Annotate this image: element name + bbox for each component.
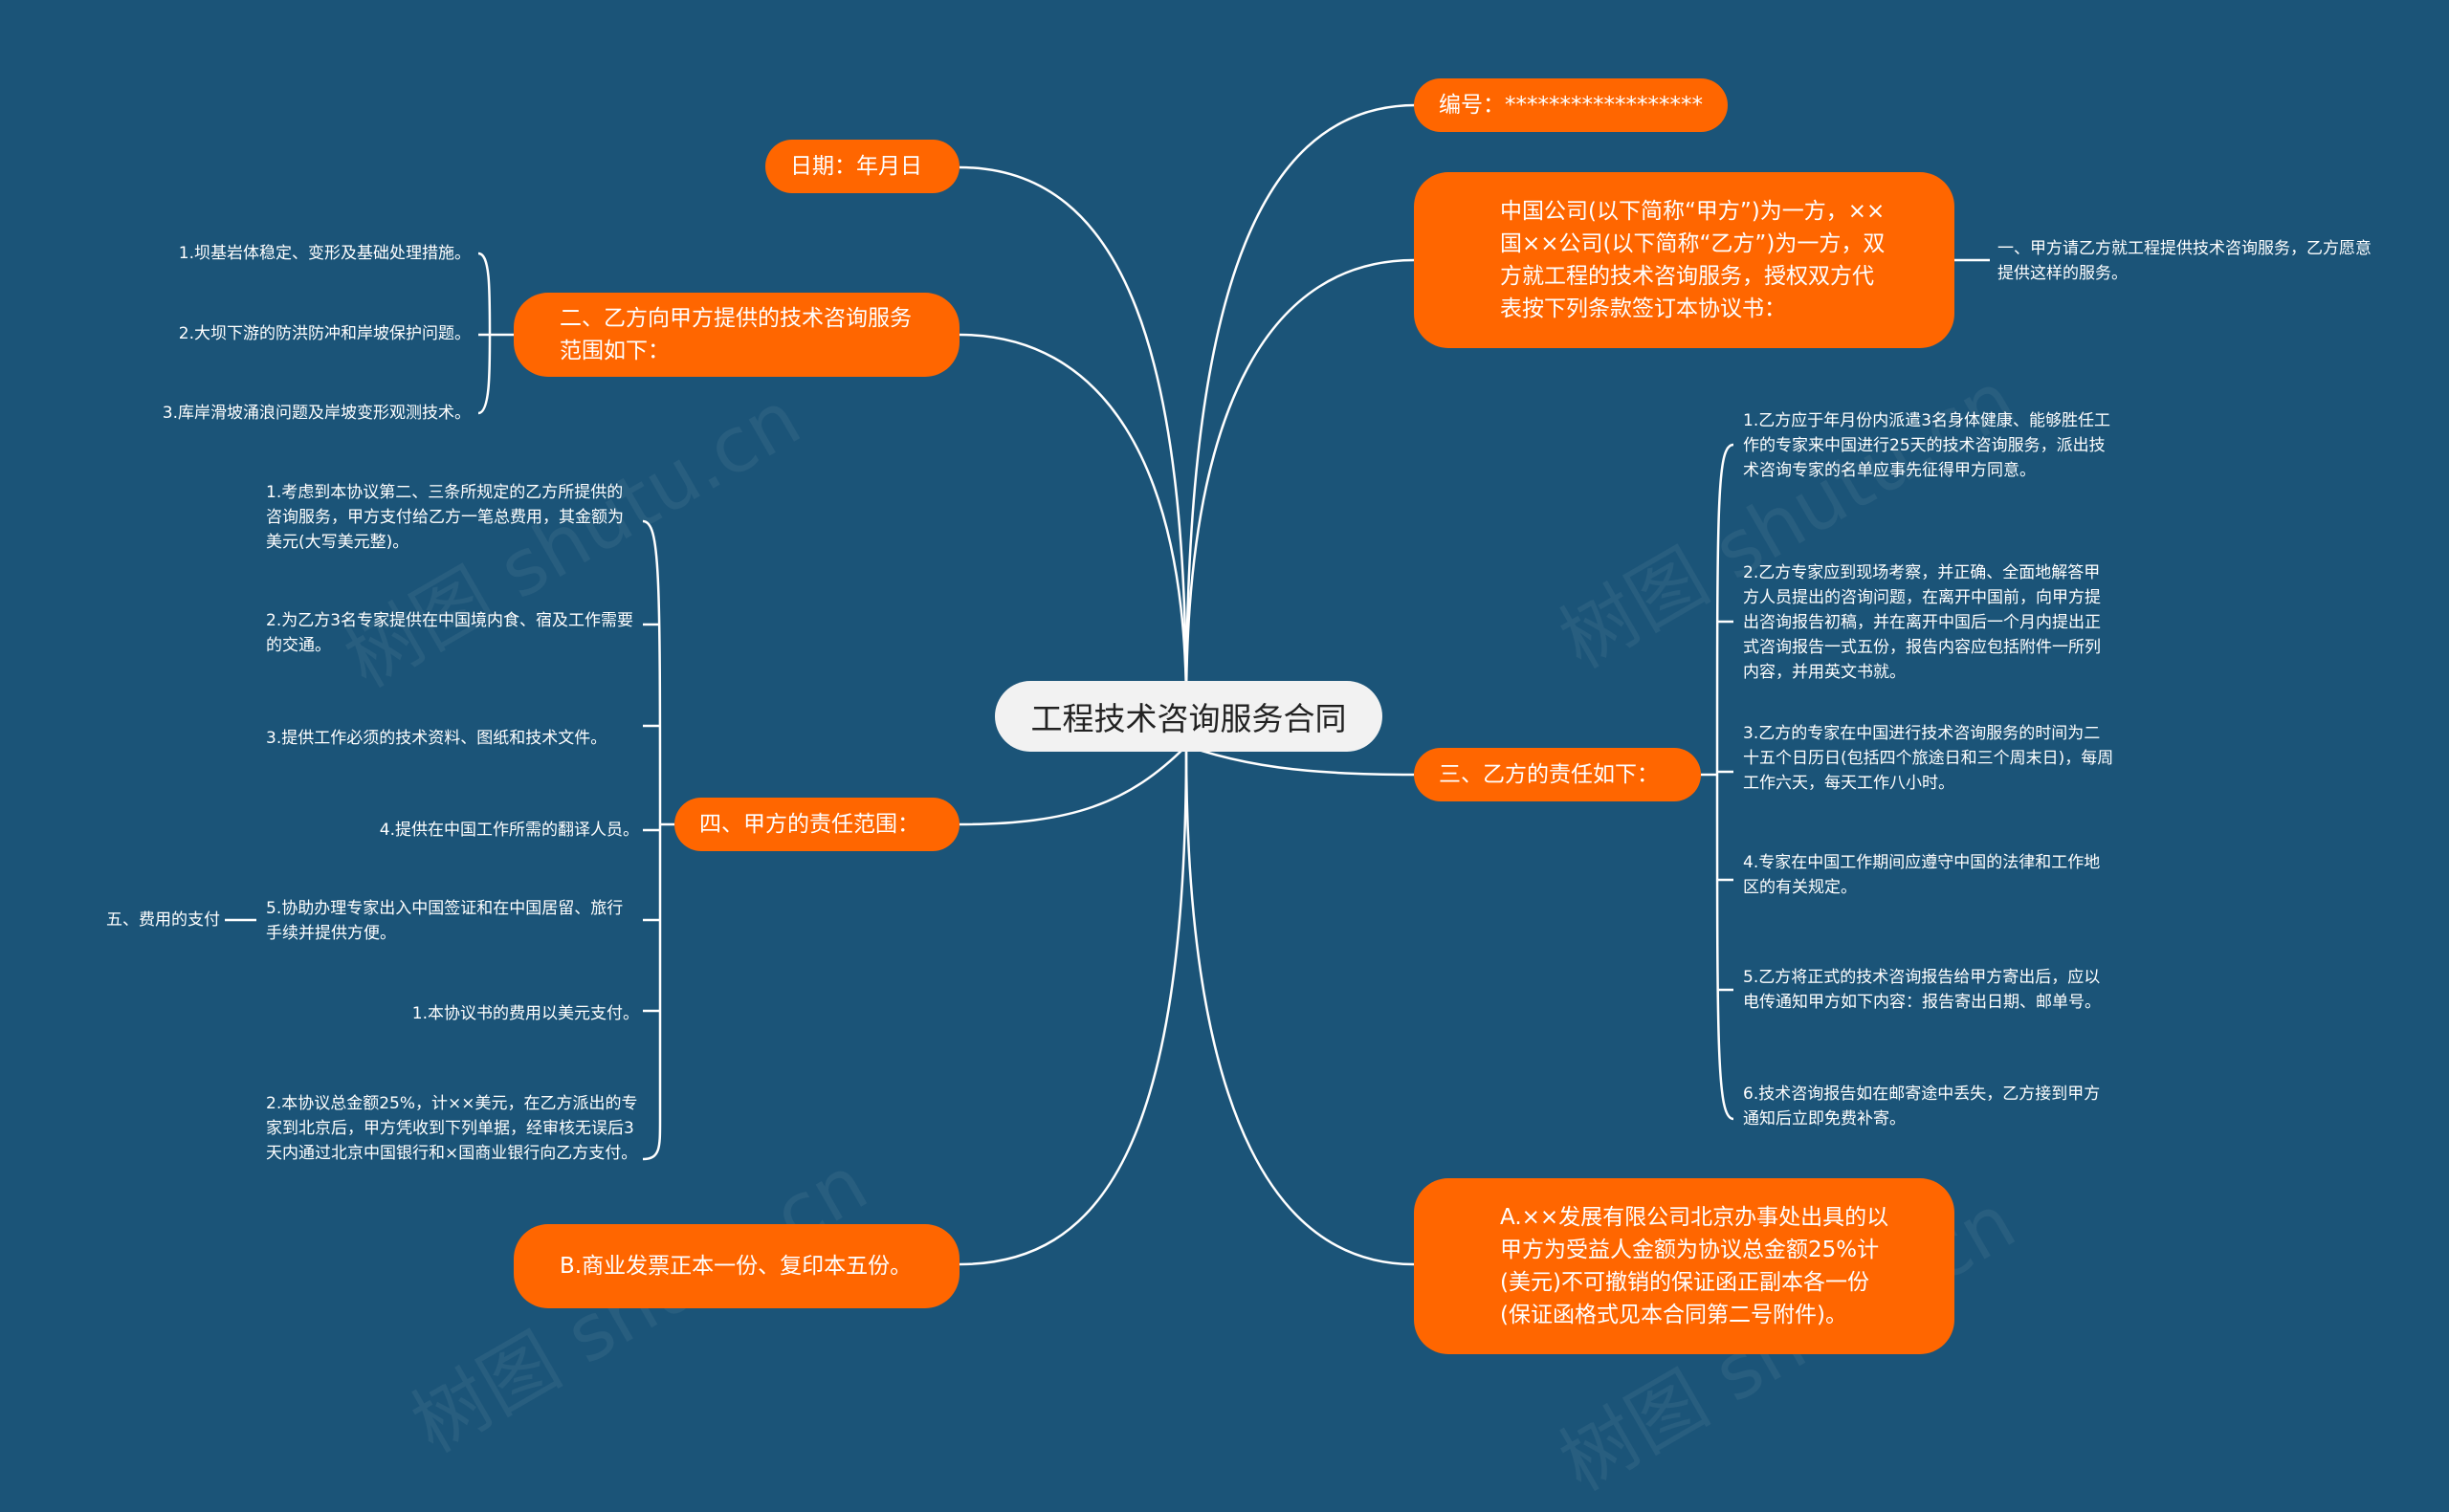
bracket-fanwei — [477, 252, 514, 415]
link-baozheng — [1184, 745, 1415, 1266]
link-fanwei — [959, 333, 1188, 709]
leaf-fanwei-3: 3.库岸滑坡涌浪问题及岸坡变形观测技术。 — [162, 404, 471, 423]
leaf-yi-zeren-1: 1.乙方应于年月份内派遣3名身体健康、能够胜任工作的专家来中国进行25天的技术咨… — [1743, 411, 2111, 480]
leaf-yi-zeren-3: 3.乙方的专家在中国进行技术咨询服务的时间为二十五个日历日(包括四个旅途日和三个… — [1743, 724, 2114, 793]
bracket-jia — [642, 519, 674, 1161]
leaf-jia-5: 5.协助办理专家出入中国签证和在中国居留、旅行手续并提供方便。 — [266, 899, 624, 943]
leaf-yi-zeren-2: 2.乙方专家应到现场考察，并正确、全面地解答甲方人员提出的咨询问题，在离开中国前… — [1743, 563, 2101, 682]
leaf-fanwei-1: 1.坝基岩体稳定、变形及基础处理措施。 — [178, 244, 471, 263]
leaf-jia-2: 2.为乙方3名专家提供在中国境内食、宿及工作需要的交通。 — [266, 611, 634, 655]
connector-lines — [225, 103, 1990, 1266]
leaf-fei-2: 2.本协议总金额25%，计××美元，在乙方派出的专家到北京后，甲方凭收到下列单据… — [266, 1094, 638, 1163]
leaf-fanwei-2: 2.大坝下游的防洪防冲和岸坡保护问题。 — [178, 324, 471, 343]
link-fapiao — [959, 745, 1188, 1266]
link-bianhao — [1184, 103, 1417, 709]
leaf-yi-zeren-5: 5.乙方将正式的技术咨询报告给甲方寄出后，应以电传通知甲方如下内容：报告寄出日期… — [1743, 968, 2101, 1012]
branch-fanwei[interactable]: 二、乙方向甲方提供的技术咨询服务范围如下： — [514, 293, 960, 377]
branch-bianhao[interactable]: 编号：****************** — [1414, 78, 1728, 132]
branch-fapiao[interactable]: B.商业发票正本一份、复印本五份。 — [514, 1224, 960, 1308]
leaf-yi-zeren-4: 4.专家在中国工作期间应遵守中国的法律和工作地区的有关规定。 — [1743, 853, 2101, 897]
leaf-jia-1: 1.考虑到本协议第二、三条所规定的乙方所提供的咨询服务，甲方支付给乙方一笔总费用… — [266, 483, 624, 552]
branch-baozheng[interactable]: A.××发展有限公司北京办事处出具的以甲方为受益人金额为协议总金额25%计(美元… — [1414, 1178, 1954, 1354]
branch-zhongguo[interactable]: 中国公司(以下简称“甲方”)为一方，××国××公司(以下简称“乙方”)为一方，双… — [1414, 172, 1954, 348]
link-riqi — [959, 165, 1188, 709]
leaf-jia-3: 3.提供工作必须的技术资料、图纸和技术文件。 — [266, 729, 607, 748]
branch-riqi[interactable]: 日期：年月日 — [765, 140, 960, 193]
leaf-jia-4: 4.提供在中国工作所需的翻译人员。 — [379, 821, 639, 840]
leaf-yi1: 一、甲方请乙方就工程提供技术咨询服务，乙方愿意提供这样的服务。 — [1997, 239, 2372, 283]
link-zhongguo — [1184, 258, 1415, 709]
link-zeren-jia — [959, 745, 1187, 826]
link-zeren-yi — [1185, 744, 1415, 777]
leaf-fei-1: 1.本协议书的费用以美元支付。 — [411, 1004, 639, 1023]
branch-zeren-yi[interactable]: 三、乙方的责任如下： — [1414, 748, 1701, 801]
leaf-wu: 五、费用的支付 — [106, 910, 220, 930]
root-node[interactable]: 工程技术咨询服务合同 — [995, 681, 1382, 752]
bracket-zeren-yi — [1701, 443, 1734, 1121]
branch-zeren-jia[interactable]: 四、甲方的责任范围： — [674, 798, 960, 851]
leaf-yi-zeren-6: 6.技术咨询报告如在邮寄途中丢失，乙方接到甲方通知后立即免费补寄。 — [1743, 1085, 2101, 1129]
